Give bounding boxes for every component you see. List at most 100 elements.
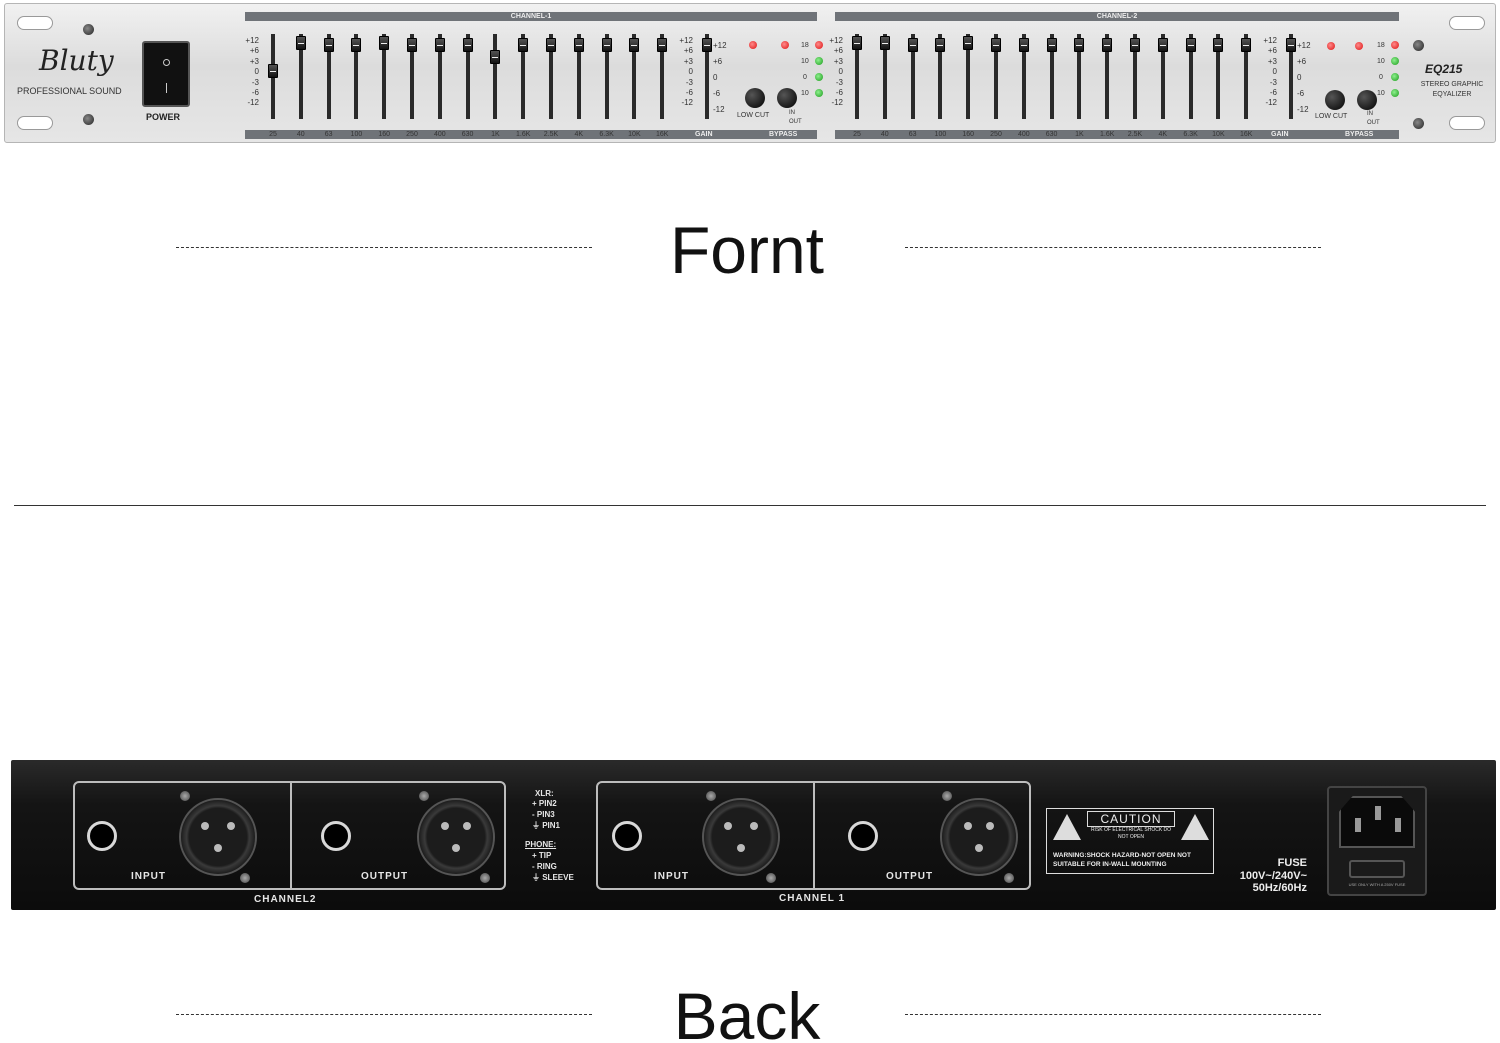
ch2-slider-25[interactable] — [852, 34, 862, 119]
channel1-output-xlr[interactable] — [940, 798, 1018, 876]
channel2-output-jack[interactable] — [321, 821, 351, 851]
ch1-slider-160[interactable] — [379, 34, 390, 119]
ch2-slider-4K[interactable] — [1157, 34, 1168, 119]
ch2-slider-knob[interactable] — [935, 38, 946, 52]
ch2-slider-knob[interactable] — [852, 36, 862, 50]
ch1-slider-4K[interactable] — [573, 34, 584, 119]
ch2-slider-40[interactable] — [879, 34, 890, 119]
ch2-slider-1.6K[interactable] — [1102, 34, 1113, 119]
warning-icon — [1181, 814, 1209, 840]
ch2-slider-100[interactable] — [935, 34, 946, 119]
ch1-slider-knob[interactable] — [351, 38, 362, 52]
ch1-slider-knob[interactable] — [462, 38, 473, 52]
ch1-slider-knob[interactable] — [323, 38, 334, 52]
ch1-slider-knob[interactable] — [379, 36, 390, 50]
ch2-slider-160[interactable] — [963, 34, 974, 119]
ch2-slider-6.3K[interactable] — [1185, 34, 1196, 119]
ch1-slider-25[interactable] — [268, 34, 278, 119]
ch2-slider-knob[interactable] — [1157, 38, 1168, 52]
power-switch[interactable] — [142, 41, 190, 107]
ch1-slider-16K[interactable] — [657, 34, 668, 119]
ch1-gain-scale-label: +12 — [713, 41, 727, 50]
ch1-slider-knob[interactable] — [657, 38, 668, 52]
ch2-slider-250[interactable] — [991, 34, 1001, 119]
phone-sleeve: ⏚ SLEEVE — [532, 873, 574, 882]
screw-icon — [1413, 118, 1424, 129]
ch1-slider-knob[interactable] — [546, 38, 556, 52]
clip-led-ch1a — [749, 41, 757, 49]
channel1-output-jack[interactable] — [848, 821, 878, 851]
ch2-slider-knob[interactable] — [1102, 38, 1113, 52]
low-cut-button-ch1[interactable] — [745, 88, 765, 108]
ch1-slider-400[interactable] — [434, 34, 445, 119]
power-off-icon — [163, 59, 170, 66]
low-cut-button-ch2[interactable] — [1325, 90, 1345, 110]
ch1-gain-scale-label: -12 — [713, 105, 725, 114]
ch1-slider-1.6K[interactable] — [518, 34, 529, 119]
ch1-slider-2.5K[interactable] — [546, 34, 556, 119]
ch2-slider-knob[interactable] — [1213, 38, 1224, 52]
ch2-slider-knob[interactable] — [1185, 38, 1196, 52]
ch1-slider-knob[interactable] — [434, 38, 445, 52]
ch2-gain-slider[interactable] — [1286, 34, 1296, 119]
ch1-slider-knob[interactable] — [295, 36, 306, 50]
ch2-gain-scale-label: -6 — [1297, 89, 1305, 98]
channel1-input-jack[interactable] — [612, 821, 642, 851]
ch2-slider-knob[interactable] — [1241, 38, 1252, 52]
ch2-slider-1K[interactable] — [1074, 34, 1085, 119]
bypass-button-ch2[interactable] — [1357, 90, 1377, 110]
ch1-slider-knob[interactable] — [573, 38, 584, 52]
ch2-slider-63[interactable] — [907, 34, 918, 119]
ch1-slider-knob[interactable] — [601, 38, 612, 52]
ch1-slider-6.3K[interactable] — [601, 34, 612, 119]
channel2-input-jack[interactable] — [87, 821, 117, 851]
ch2-slider-knob[interactable] — [1018, 38, 1029, 52]
ch1-slider-1K[interactable] — [490, 34, 501, 119]
channel2-input-label: INPUT — [131, 871, 166, 882]
warning-text: WARNING:SHOCK HAZARD-NOT OPEN NOT SUITAB… — [1053, 852, 1191, 868]
meter-led-10-ch2 — [1391, 57, 1399, 65]
ch1-slider-knob[interactable] — [268, 64, 278, 78]
ch2-slider-knob[interactable] — [963, 36, 974, 50]
ch1-slider-250[interactable] — [407, 34, 417, 119]
ch1-freq-label: 630 — [461, 131, 474, 138]
ch2-slider-knob[interactable] — [1046, 38, 1057, 52]
ch1-slider-knob[interactable] — [490, 50, 501, 64]
power-inlet[interactable]: USE ONLY WITH A 250V FUSE — [1327, 786, 1427, 896]
ch2-slider-630[interactable] — [1046, 34, 1057, 119]
ch1-slider-knob[interactable] — [629, 38, 640, 52]
ch1-gain-slider[interactable] — [702, 34, 712, 119]
ch2-slider-knob[interactable] — [907, 38, 918, 52]
ch2-slider-2.5K[interactable] — [1130, 34, 1140, 119]
ch2-slider-knob[interactable] — [991, 38, 1001, 52]
screw-icon — [83, 24, 94, 35]
ch1-slider-10K[interactable] — [629, 34, 640, 119]
channel2-input-xlr[interactable] — [179, 798, 257, 876]
ch1-slider-630[interactable] — [462, 34, 473, 119]
ch1-slider-100[interactable] — [351, 34, 362, 119]
model-subtitle: STEREO GRAPHIC EQYALIZER — [1420, 81, 1484, 98]
ch2-slider-knob[interactable] — [1130, 38, 1140, 52]
fuse-holder[interactable] — [1349, 860, 1405, 878]
ch1-slider-knob[interactable] — [407, 38, 417, 52]
ch1-slider-knob[interactable] — [518, 38, 529, 52]
ch2-gain-knob[interactable] — [1286, 38, 1296, 52]
bypass-button-ch1[interactable] — [777, 88, 797, 108]
ch1-slider-63[interactable] — [323, 34, 334, 119]
power-label: POWER — [146, 112, 181, 122]
meter-label-10b-ch1: 10 — [801, 90, 809, 97]
ch1-gain-knob[interactable] — [702, 38, 712, 52]
ch2-slider-knob[interactable] — [1074, 38, 1085, 52]
ch2-slider-16K[interactable] — [1241, 34, 1252, 119]
ch2-slider-knob[interactable] — [879, 36, 890, 50]
bypass-label-ch1: BYPASS — [769, 131, 798, 138]
channel1-input-xlr[interactable] — [702, 798, 780, 876]
channel2-output-xlr[interactable] — [417, 798, 495, 876]
ch1-slider-40[interactable] — [295, 34, 306, 119]
ch2-slider-400[interactable] — [1018, 34, 1029, 119]
ch1-scale-label: +12 — [245, 36, 259, 45]
ch1-scale-label: +3 — [249, 56, 259, 66]
ch2-slider-10K[interactable] — [1213, 34, 1224, 119]
